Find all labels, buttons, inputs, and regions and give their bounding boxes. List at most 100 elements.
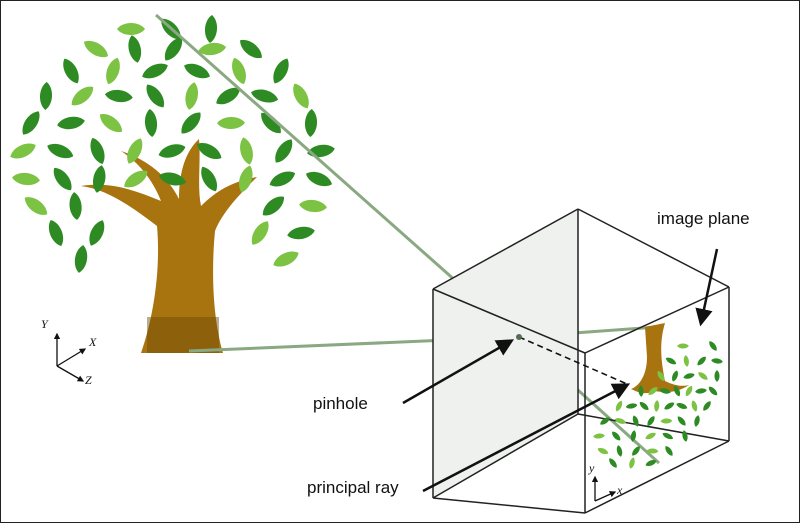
pinhole-arrow: [402, 339, 515, 405]
leaf: [707, 385, 719, 397]
leaf: [72, 244, 90, 274]
leaf: [664, 355, 678, 367]
leaf: [663, 444, 675, 458]
tree-trunk: [81, 139, 257, 353]
box-edge: [432, 288, 586, 354]
leaf: [142, 81, 169, 111]
leaf: [247, 217, 273, 249]
leaf: [614, 399, 624, 413]
leaf: [270, 247, 302, 271]
leaf: [143, 108, 159, 138]
leaf: [638, 400, 651, 412]
image-axes: [591, 475, 617, 502]
box-edge: [577, 413, 730, 442]
leaf: [644, 431, 657, 441]
leaf: [298, 198, 328, 214]
leaf: [625, 402, 638, 410]
box-edge: [432, 413, 579, 499]
leaf: [236, 35, 266, 63]
leaf: [80, 36, 112, 62]
leaf: [45, 140, 76, 162]
leaf: [707, 339, 719, 353]
leaf: [675, 414, 688, 428]
leaf: [682, 371, 696, 381]
leaf: [696, 370, 710, 382]
leaf: [96, 109, 126, 137]
world-y-axis-label: Y: [41, 317, 48, 331]
leaf: [104, 88, 134, 104]
leaf: [7, 139, 39, 163]
box-edge: [584, 440, 730, 514]
inverted-trunk: [631, 323, 689, 394]
leaf: [267, 167, 298, 191]
image-plane-label: image plane: [657, 209, 750, 228]
box-edge: [432, 208, 579, 290]
leaf: [270, 136, 297, 166]
leaf: [197, 163, 222, 195]
leaf: [596, 446, 610, 456]
leaf: [694, 387, 708, 395]
leaf: [675, 401, 689, 411]
leaf: [645, 414, 657, 428]
tree-trunk-base: [147, 317, 219, 353]
image-x-axis-label: x: [617, 483, 623, 497]
leaf: [710, 357, 724, 365]
leaf: [117, 23, 145, 35]
world-axes: [53, 332, 87, 382]
leaf: [125, 34, 144, 64]
leaf: [289, 80, 313, 112]
leaf: [615, 444, 624, 458]
leaf: [695, 355, 708, 367]
leaf: [86, 135, 109, 167]
leaf: [56, 114, 86, 132]
principal-ray-label: principal ray: [307, 478, 399, 497]
leaf: [661, 431, 675, 441]
world-z-axis: [56, 365, 85, 382]
leaf: [683, 354, 690, 368]
image-x-axis: [594, 491, 617, 502]
box-edge: [584, 286, 730, 354]
world-z-axis-label: Z: [85, 373, 92, 387]
leaf: [102, 55, 124, 87]
pinhole-point: [516, 334, 522, 340]
image-y-axis-label: y: [589, 461, 595, 475]
world-x-axis: [56, 348, 87, 367]
leaf: [177, 108, 205, 138]
leaf: [303, 168, 335, 190]
leaf: [204, 14, 218, 44]
leaf: [139, 59, 171, 83]
image-plane-arrow: [695, 248, 719, 327]
pinhole-label: pinhole: [313, 394, 368, 413]
leaf: [670, 369, 680, 383]
leaf: [237, 136, 256, 166]
leaf: [681, 429, 689, 443]
leaf: [677, 343, 689, 349]
leaf: [701, 399, 713, 413]
leaf: [269, 55, 293, 87]
leaf: [610, 429, 623, 443]
inverted-tree-image: [592, 323, 724, 470]
leaf: [45, 217, 67, 249]
leaf: [653, 399, 660, 413]
leaf: [181, 60, 213, 82]
tree: [7, 14, 336, 353]
world-x-axis-label: X: [89, 335, 97, 349]
principal-ray-arrow: [422, 383, 631, 493]
leaf: [11, 171, 41, 187]
leaf: [256, 108, 286, 138]
leaf: [693, 414, 701, 428]
leaf: [68, 191, 84, 221]
leaf: [628, 456, 636, 470]
leaf: [67, 82, 98, 110]
leaf: [39, 81, 53, 111]
box-edge: [577, 208, 730, 288]
leaf: [156, 141, 188, 161]
leaf: [592, 432, 606, 440]
leaf: [183, 81, 201, 111]
leaf: [18, 108, 44, 138]
leaf: [21, 192, 51, 220]
leaf: [85, 217, 109, 249]
leaf: [286, 224, 316, 242]
